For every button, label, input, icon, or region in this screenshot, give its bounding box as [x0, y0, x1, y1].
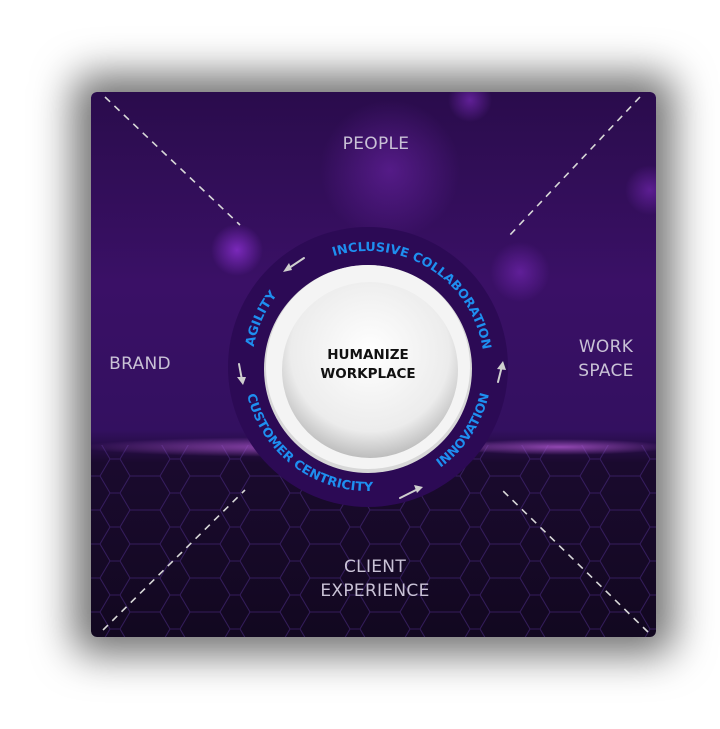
quadrant-label-people: PEOPLE [342, 134, 410, 154]
arrow-icon [283, 257, 305, 272]
bokeh-dot [625, 165, 656, 215]
divider-bottom-right [499, 487, 649, 633]
center-title-line1: HUMANIZE [327, 347, 409, 363]
arrow-icon [497, 361, 506, 383]
work-space-line1: WORK [578, 337, 634, 357]
divider-top-left [104, 96, 241, 226]
client-experience-line1: CLIENT [344, 557, 406, 577]
diagram-card: INCLUSIVE COLLABORATION AGILITY CUSTOMER… [91, 92, 656, 637]
arrow-icon [399, 485, 423, 499]
quadrant-label-work-space: WORK SPACE [556, 335, 656, 383]
center-title: HUMANIZE WORKPLACE [277, 346, 459, 384]
center-disk [282, 282, 458, 458]
bokeh-dot [320, 100, 460, 240]
divider-top-right [507, 96, 641, 238]
client-experience-line2: EXPERIENCE [320, 581, 430, 601]
bokeh-dot [448, 92, 492, 122]
quadrant-label-client-experience: CLIENT EXPERIENCE [295, 555, 455, 603]
work-space-line2: SPACE [578, 361, 634, 381]
horizon-glow [450, 439, 656, 455]
quadrant-label-brand: BRAND [109, 354, 171, 374]
arrow-icon [237, 363, 246, 385]
diagram-graphics: INCLUSIVE COLLABORATION AGILITY CUSTOMER… [91, 92, 656, 637]
center-title-line2: WORKPLACE [320, 366, 416, 382]
bokeh-dot [211, 224, 263, 276]
bokeh-dot [490, 242, 550, 302]
dashed-dividers [102, 96, 649, 633]
